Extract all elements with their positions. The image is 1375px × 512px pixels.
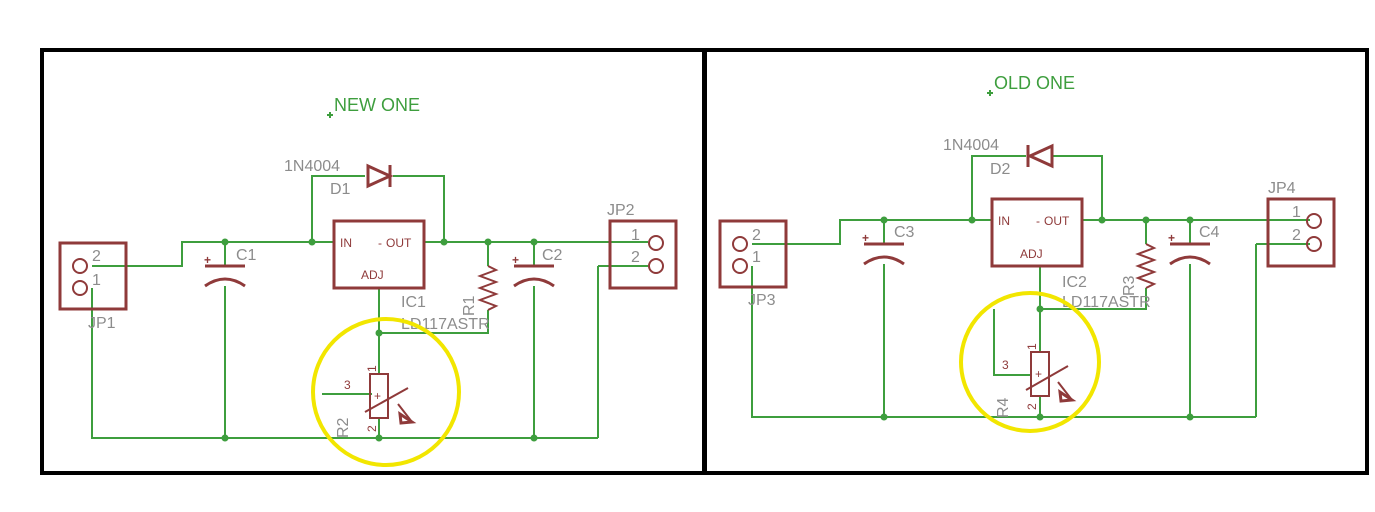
diode-d2: 1N4004 D2 — [943, 137, 1054, 178]
ic1-label: IC1 — [401, 294, 426, 311]
highlight-circle — [311, 317, 461, 467]
panel-title: OLD ONE — [994, 73, 1075, 93]
svg-text:+: + — [862, 231, 869, 245]
r2-pin1: 1 — [365, 365, 379, 372]
capacitor-c4: + C4 — [1168, 224, 1220, 266]
r2-pin3: 3 — [344, 378, 351, 392]
resistor-r1: R1 — [461, 265, 499, 316]
highlight-circle — [959, 291, 1101, 433]
d2-label: D2 — [990, 161, 1011, 178]
ic2-value: LD117ASTR — [1062, 294, 1151, 311]
jp4-pin-a: 1 — [1292, 204, 1301, 221]
ic1-in: IN — [340, 236, 352, 250]
svg-text:-: - — [378, 236, 382, 250]
svg-text:+: + — [1168, 231, 1175, 245]
jp4-label: JP4 — [1268, 180, 1296, 197]
resistor-r3: R3 — [1121, 243, 1157, 296]
potentiometer-r4: + 1 2 3 R4 — [995, 343, 1077, 418]
r2-label: R2 — [335, 417, 352, 438]
jp1-pin-a: 2 — [92, 248, 101, 265]
c4-label: C4 — [1199, 224, 1220, 241]
jp2-pin-a: 1 — [631, 227, 640, 244]
jp2-pin-b: 2 — [631, 249, 640, 266]
d1-value: 1N4004 — [284, 158, 340, 175]
potentiometer-r2: + 1 2 3 R2 — [335, 365, 417, 438]
svg-text:+: + — [512, 253, 519, 267]
svg-text:+: + — [204, 253, 211, 267]
r4-pin1: 1 — [1025, 343, 1039, 350]
diode-d1: 1N4004 D1 — [284, 158, 394, 198]
c1-label: C1 — [236, 247, 257, 264]
jp2-connector — [608, 219, 678, 290]
svg-text:+: + — [1035, 367, 1042, 381]
svg-text:+: + — [374, 389, 381, 403]
panel-old: OLD ONE 2 1 JP3 — [718, 73, 1336, 433]
jp3-pin-b: 1 — [752, 249, 761, 266]
capacitor-c2: + C2 — [512, 247, 563, 288]
r3-label: R3 — [1121, 275, 1138, 296]
panel-new: NEW ONE 2 1 JP1 — [58, 95, 678, 467]
c3-label: C3 — [894, 224, 915, 241]
c2-label: C2 — [542, 247, 563, 264]
svg-text:-: - — [1036, 214, 1040, 228]
jp4-connector — [1266, 197, 1336, 268]
r1-label: R1 — [461, 295, 478, 316]
regulator-ic2: IN - OUT ADJ IC2 LD117ASTR — [990, 197, 1151, 311]
jp1-connector — [58, 241, 128, 311]
r4-pin2: 2 — [1025, 403, 1039, 410]
ic2-label: IC2 — [1062, 274, 1087, 291]
d2-value: 1N4004 — [943, 137, 999, 154]
r4-label: R4 — [995, 397, 1012, 418]
ic1-adj: ADJ — [361, 268, 384, 282]
ic2-out: OUT — [1044, 214, 1070, 228]
ic2-in: IN — [998, 214, 1010, 228]
jp3-connector — [718, 219, 788, 289]
ic1-out: OUT — [386, 236, 412, 250]
frame-old — [703, 48, 1369, 475]
jp3-label: JP3 — [748, 292, 776, 309]
jp1-pin-b: 1 — [92, 272, 101, 289]
ic2-adj: ADJ — [1020, 247, 1043, 261]
jp4-pin-b: 2 — [1292, 227, 1301, 244]
panel-title: NEW ONE — [334, 95, 420, 115]
d1-label: D1 — [330, 181, 351, 198]
r2-pin2: 2 — [365, 425, 379, 432]
jp1-label: JP1 — [88, 315, 116, 332]
capacitor-c3: + C3 — [862, 224, 915, 266]
jp2-label: JP2 — [607, 202, 635, 219]
jp3-pin-a: 2 — [752, 227, 761, 244]
r4-pin3: 3 — [1002, 358, 1009, 372]
capacitor-c1: + C1 — [204, 247, 257, 288]
